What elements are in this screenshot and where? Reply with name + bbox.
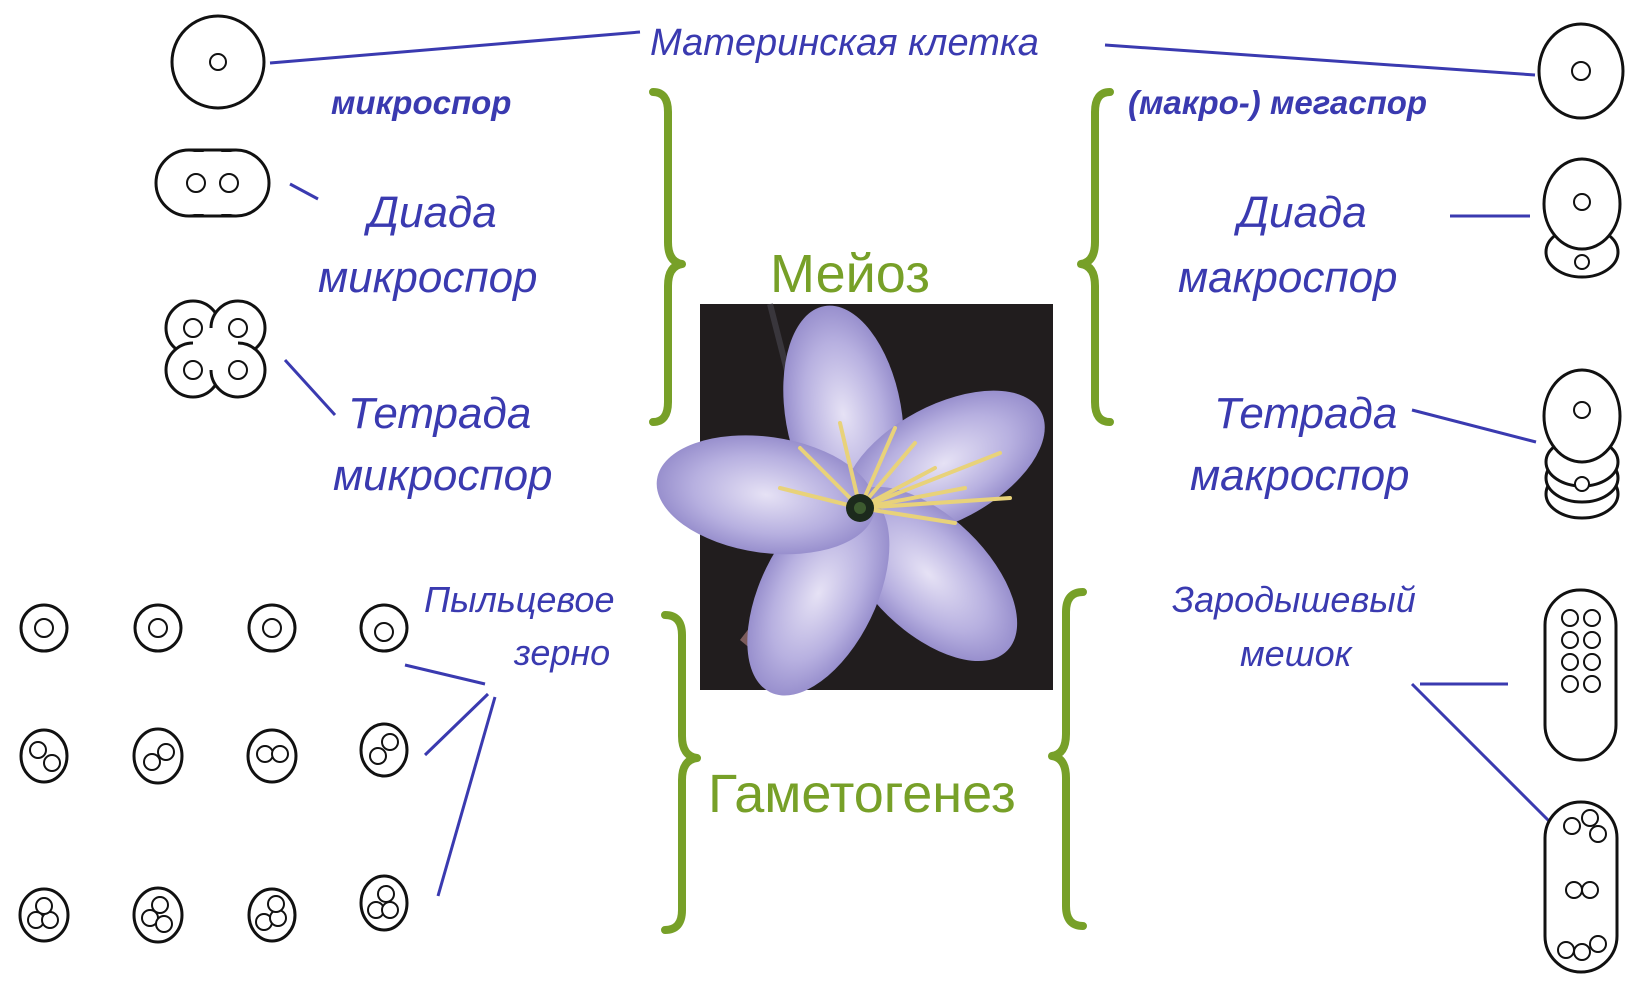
leader-dyad-left <box>289 182 319 201</box>
gametogenesis-label: Гаметогенез <box>708 764 1016 824</box>
leader-pollen-2 <box>423 692 490 757</box>
brace-meiosis-left <box>649 88 686 426</box>
pollen-row-2 <box>19 722 409 785</box>
flower-photo <box>656 303 1053 696</box>
braces <box>649 88 1114 934</box>
megaspores-label: (макро-) мегаспор <box>1128 84 1427 121</box>
dyad-macrospores-label-1: Диада <box>1233 188 1367 237</box>
mother-cell-left-icon <box>170 14 266 110</box>
leader-tetrad-right <box>1411 408 1537 444</box>
leader-mother-right <box>1104 43 1536 77</box>
brace-meiosis-right <box>1077 88 1114 426</box>
tetrad-macrospores-label-1: Тетрада <box>1214 389 1397 438</box>
embryo-sac-8-nuclei-icon <box>1543 588 1618 762</box>
embryo-sac-mature-icon <box>1543 800 1619 974</box>
mother-cell-right-icon <box>1537 22 1625 120</box>
mother-cell-label: Материнская клетка <box>650 22 1039 64</box>
tetrad-macrospore-icon <box>1542 368 1622 520</box>
dyad-macrospore-icon <box>1542 157 1622 279</box>
dyad-microspore-icon <box>154 148 271 218</box>
leader-embryo-sac-2 <box>1410 682 1562 834</box>
meiosis-label: Мейоз <box>770 244 930 304</box>
pollen-row-1 <box>19 603 409 653</box>
dyad-macrospores-label-2: макроспор <box>1178 253 1398 302</box>
pollen-grain-label-1: Пыльцевое <box>424 579 614 620</box>
tetrad-microspore-icon <box>164 299 267 399</box>
dyad-microspores-label-2: микроспор <box>318 253 538 302</box>
pollen-grain-label-2: зерно <box>513 632 610 673</box>
tetrad-macrospores-label-2: макроспор <box>1190 451 1410 500</box>
leader-pollen-1 <box>404 663 486 686</box>
brace-gametogenesis-left <box>661 611 701 934</box>
leader-mother-left <box>269 30 641 65</box>
tetrad-microspores-label-2: микроспор <box>333 451 553 500</box>
pollen-grain-grid <box>18 603 409 944</box>
leader-tetrad-left <box>283 358 337 417</box>
leader-pollen-3 <box>436 696 497 897</box>
embryo-sac-label-1: Зародышевый <box>1172 579 1416 620</box>
embryo-sac-label-2: мешок <box>1240 633 1354 674</box>
leader-lines <box>269 30 1562 897</box>
microspores-label: микроспор <box>331 84 511 121</box>
pollen-row-3 <box>18 874 409 944</box>
tetrad-microspores-label-1: Тетрада <box>348 389 531 438</box>
dyad-microspores-label-1: Диада <box>363 188 497 237</box>
brace-gametogenesis-right <box>1048 588 1087 930</box>
